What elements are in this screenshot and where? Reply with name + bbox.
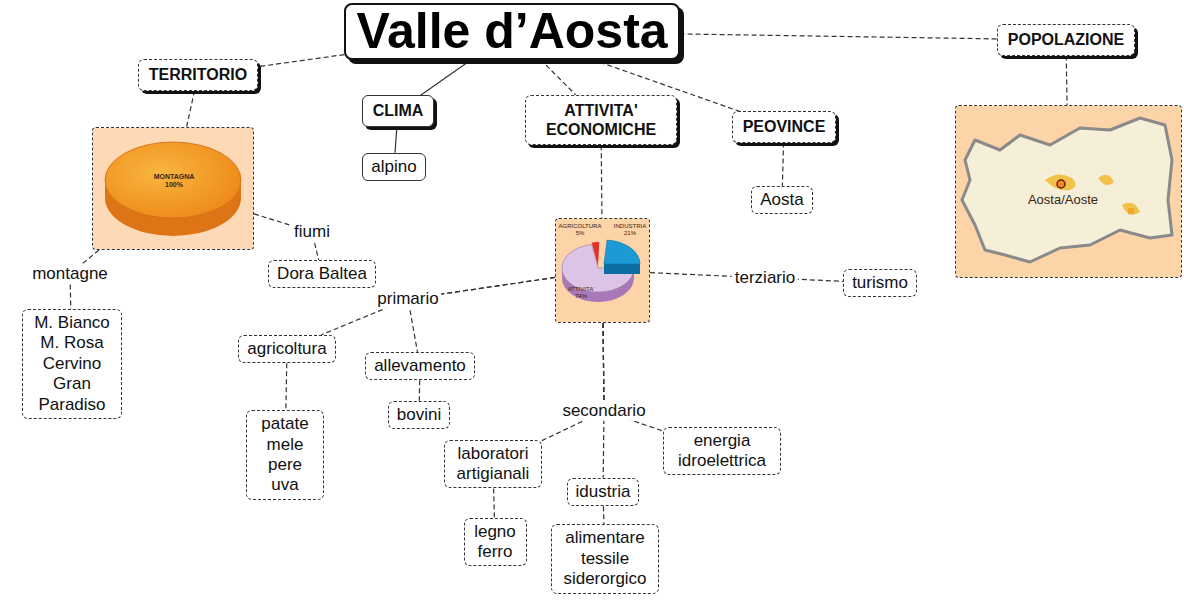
- connector: [603, 506, 605, 524]
- node-text: Valle d’Aosta: [356, 5, 667, 58]
- node-text: M. Bianco M. Rosa Cervino Gran Paradiso: [31, 313, 113, 415]
- leaf-box: legno ferro: [464, 518, 527, 567]
- node-text: alpino: [371, 157, 416, 177]
- chart-label: INDUSTRIA 21%: [610, 223, 650, 237]
- map-box: Aosta/Aoste: [955, 105, 1182, 278]
- connector: [540, 60, 575, 95]
- connector: [782, 143, 783, 186]
- leaf-box: alimentare tessile siderorgico: [551, 524, 659, 593]
- node-text: TERRITORIO: [149, 65, 247, 84]
- city-dot: [1057, 180, 1065, 188]
- leaf-box: allevamento: [365, 352, 475, 380]
- node-text: idustria: [576, 482, 631, 502]
- node-text: turismo: [852, 273, 908, 293]
- node-text: PEOVINCE: [743, 117, 826, 136]
- chart-label: Aosta/Aoste: [1019, 193, 1107, 208]
- node-text: POPOLAZIONE: [1008, 30, 1124, 49]
- node-text: patate mele pere uva: [255, 414, 315, 496]
- connector: [1066, 56, 1068, 105]
- pie-chart-box: AGRICOLTURA 5% INDUSTRIA 21% ATTIVITA' 74%: [555, 218, 650, 323]
- node-text: allevamento: [374, 356, 466, 376]
- topic-box: TERRITORIO: [138, 59, 258, 90]
- leaf-box: turismo: [843, 269, 917, 297]
- connector: [420, 60, 471, 96]
- edge-label: montagne: [29, 264, 111, 284]
- chart-label: ATTIVITA' 74%: [561, 286, 601, 300]
- topic-box: POPOLAZIONE: [997, 24, 1135, 55]
- topic-box: CLIMA: [362, 95, 435, 126]
- connector: [258, 55, 344, 67]
- node-text: Aosta: [760, 190, 803, 210]
- node-text: legno ferro: [473, 522, 518, 563]
- topic-box: ATTIVITA' ECONOMICHE: [525, 95, 677, 145]
- pie-slice: [604, 240, 640, 264]
- connector: [493, 488, 495, 517]
- leaf-box: bovini: [388, 401, 450, 429]
- urban-area: [1045, 174, 1076, 190]
- connector: [601, 145, 603, 218]
- chart-label: MONTAGNA 100%: [149, 173, 199, 189]
- node-text: ATTIVITA' ECONOMICHE: [536, 101, 666, 139]
- urban-area: [1098, 175, 1114, 185]
- title-box: Valle d’Aosta: [344, 3, 679, 60]
- pie-panel: [556, 219, 649, 322]
- topic-box: PEOVINCE: [732, 111, 837, 142]
- connector: [395, 127, 397, 153]
- connector: [419, 380, 421, 401]
- leaf-box: Aosta: [751, 186, 812, 214]
- connector: [285, 363, 287, 410]
- leaf-box: laboratori artigianali: [444, 440, 542, 489]
- leaf-box: energia idroelettrica: [663, 427, 781, 476]
- leaf-box: alpino: [362, 153, 425, 181]
- edge-label: fiumi: [291, 222, 333, 242]
- edge-label: secondario: [559, 401, 648, 421]
- pie-slice-side: [604, 264, 640, 274]
- node-text: agricoltura: [247, 339, 326, 359]
- leaf-box: Dora Baltea: [268, 260, 376, 288]
- chart-label: AGRICOLTURA 5%: [557, 223, 603, 237]
- connector: [187, 91, 195, 127]
- leaf-box: patate mele pere uva: [246, 410, 324, 500]
- pie-panel: [93, 128, 253, 249]
- leaf-box: M. Bianco M. Rosa Cervino Gran Paradiso: [22, 309, 122, 419]
- node-text: laboratori artigianali: [453, 444, 533, 485]
- map-panel: [956, 106, 1181, 277]
- node-text: energia idroelettrica: [672, 431, 772, 472]
- leaf-box: agricoltura: [238, 335, 335, 363]
- urban-area: [1122, 203, 1140, 215]
- edge-label: primario: [374, 289, 441, 309]
- region-outline: [962, 118, 1172, 262]
- node-text: CLIMA: [373, 101, 424, 120]
- node-text: alimentare tessile siderorgico: [560, 528, 650, 589]
- edge-label: terziario: [732, 268, 798, 288]
- connector: [542, 323, 604, 441]
- pie-slice: [592, 242, 600, 266]
- pie-top: [105, 142, 241, 218]
- urban-area: [1128, 208, 1134, 214]
- leaf-box: idustria: [567, 478, 640, 506]
- pie-chart-box: MONTAGNA 100%: [92, 127, 254, 250]
- node-text: Dora Baltea: [277, 264, 367, 284]
- connector: [680, 34, 997, 39]
- node-text: bovini: [397, 405, 441, 425]
